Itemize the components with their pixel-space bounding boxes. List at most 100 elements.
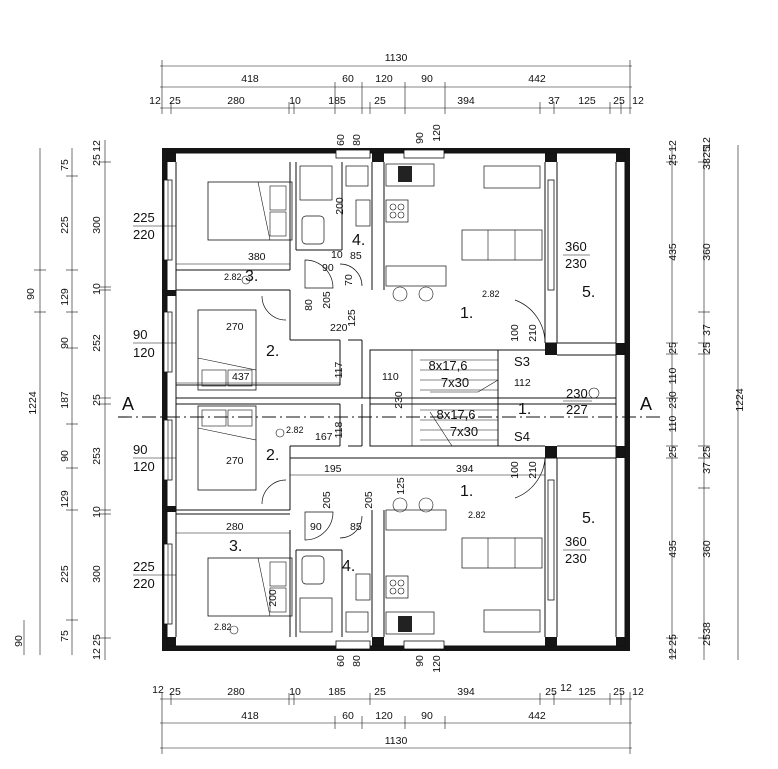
bottom-dim: 125: [578, 686, 596, 698]
doors: [261, 259, 546, 541]
bottom-dim: 12: [632, 686, 644, 698]
right-dim: 12: [701, 137, 713, 149]
right-dim: 38: [701, 622, 713, 634]
height-markers: 2.82 2.82 2.82 2.82 2.82: [214, 272, 500, 635]
inner-dim: 270: [226, 455, 244, 467]
stair-sub: 7x30: [441, 375, 469, 390]
top-dimensions: 1130 418 60 120 90 442 12 25 280 10 185 …: [149, 52, 644, 114]
room-number: 3.: [229, 538, 242, 555]
top-dim: 90: [421, 73, 433, 85]
height-marker: 2.82: [286, 425, 304, 435]
room-number: 5.: [582, 510, 595, 527]
right-dim: 25: [701, 446, 713, 458]
inner-dim: 437: [232, 371, 250, 383]
top-total-dim: 1130: [385, 52, 408, 64]
room-size-top: 225: [133, 559, 155, 574]
left-total-dim: 1224: [27, 391, 39, 415]
inner-dim: 100: [509, 324, 521, 342]
inner-dim: 90: [322, 262, 334, 274]
inner-dim: 90: [310, 521, 322, 533]
top-dim: 280: [227, 95, 245, 107]
inner-dim: 100: [509, 461, 521, 479]
room-labels: 3. 225 220 2. 90 120 2. 90 120 3. 225 22…: [133, 210, 595, 591]
right-dim: 435: [667, 243, 679, 261]
bottom-dim: 25: [545, 686, 557, 698]
top-dim: 12: [149, 95, 161, 107]
room-size-bottom: 220: [133, 576, 155, 591]
room-size-bottom: 120: [133, 459, 155, 474]
room-number: 1.: [460, 483, 473, 500]
left-dim: 300: [91, 565, 103, 583]
inner-dim: 205: [321, 491, 333, 509]
bottom-dim: 280: [227, 686, 245, 698]
left-dim: 252: [91, 334, 103, 352]
inner-dim: 205: [363, 491, 375, 509]
stair-label: 8x17,6: [428, 358, 467, 373]
bottom-total-dim: 1130: [385, 735, 408, 747]
left-dim: 75: [59, 630, 71, 642]
inner-dim: 280: [226, 521, 244, 533]
room-size-bottom: 120: [133, 345, 155, 360]
left-dim: 10: [91, 506, 103, 518]
left-dim: 25: [91, 634, 103, 646]
stair-code: S4: [514, 429, 530, 444]
bottom-dim: 418: [241, 710, 259, 722]
height-marker: 2.82: [214, 622, 232, 632]
top-dim: 25: [613, 95, 625, 107]
inner-dim: 200: [267, 589, 279, 607]
left-dim: 75: [59, 159, 71, 171]
opening-top: 360: [565, 534, 587, 549]
room-number: 3.: [245, 268, 258, 285]
stair-sub: 7x30: [450, 424, 478, 439]
staircase: 8x17,6 7x30 8x17,6 7x30 S3 S4: [420, 354, 530, 447]
room-number: 2.: [266, 343, 279, 360]
left-dim: 225: [59, 216, 71, 234]
right-dim: 25: [701, 634, 713, 646]
inner-dim: 270: [226, 321, 244, 333]
inner-dim: 117: [333, 361, 345, 378]
height-marker: 2.82: [482, 289, 500, 299]
inner-dim: 195: [324, 463, 342, 475]
right-dim: 360: [701, 540, 713, 558]
stair-code: S3: [514, 354, 530, 369]
opening-top: 230: [566, 386, 588, 401]
window-dim: 90: [414, 655, 426, 667]
inner-dim: 125: [395, 477, 407, 495]
inner-dim: 118: [333, 421, 345, 438]
right-dim: 435: [667, 540, 679, 558]
outer-walls: [162, 148, 630, 651]
left-dim: 253: [91, 447, 103, 465]
right-dim: 37: [701, 324, 713, 336]
single-bed: [197, 309, 257, 391]
window-dim: 60: [335, 655, 347, 667]
bottom-dim: 10: [289, 686, 301, 698]
interior-walls: [166, 152, 626, 647]
opening-bottom: 230: [565, 551, 587, 566]
bathroom-fixtures: [299, 165, 371, 633]
right-dim: 25: [667, 342, 679, 354]
double-bed: [207, 557, 293, 617]
top-dim: 25: [374, 95, 386, 107]
left-dim: 12: [91, 140, 103, 152]
top-dim: 120: [375, 73, 393, 85]
left-dim: 300: [91, 216, 103, 234]
inner-dimensions: 380 270 437 270 280 220 167 195 394 112 …: [176, 197, 545, 607]
left-dim: 90: [59, 450, 71, 462]
bottom-dim: 120: [375, 710, 393, 722]
right-dim: 25: [667, 634, 679, 646]
inner-dim: 85: [350, 250, 362, 262]
right-dim: 25: [667, 154, 679, 166]
bottom-dim: 25: [613, 686, 625, 698]
right-dim: 360: [701, 243, 713, 261]
top-dim: 25: [169, 95, 181, 107]
bottom-dim: 60: [342, 710, 354, 722]
right-dim: 230: [667, 391, 679, 409]
inner-dim: 167: [315, 431, 333, 443]
bottom-dim: 12: [152, 684, 164, 696]
top-dim: 12: [632, 95, 644, 107]
right-dim: 12: [667, 140, 679, 152]
left-dim: 10: [91, 283, 103, 295]
room-number: 1.: [518, 401, 531, 418]
top-dim: 125: [578, 95, 596, 107]
